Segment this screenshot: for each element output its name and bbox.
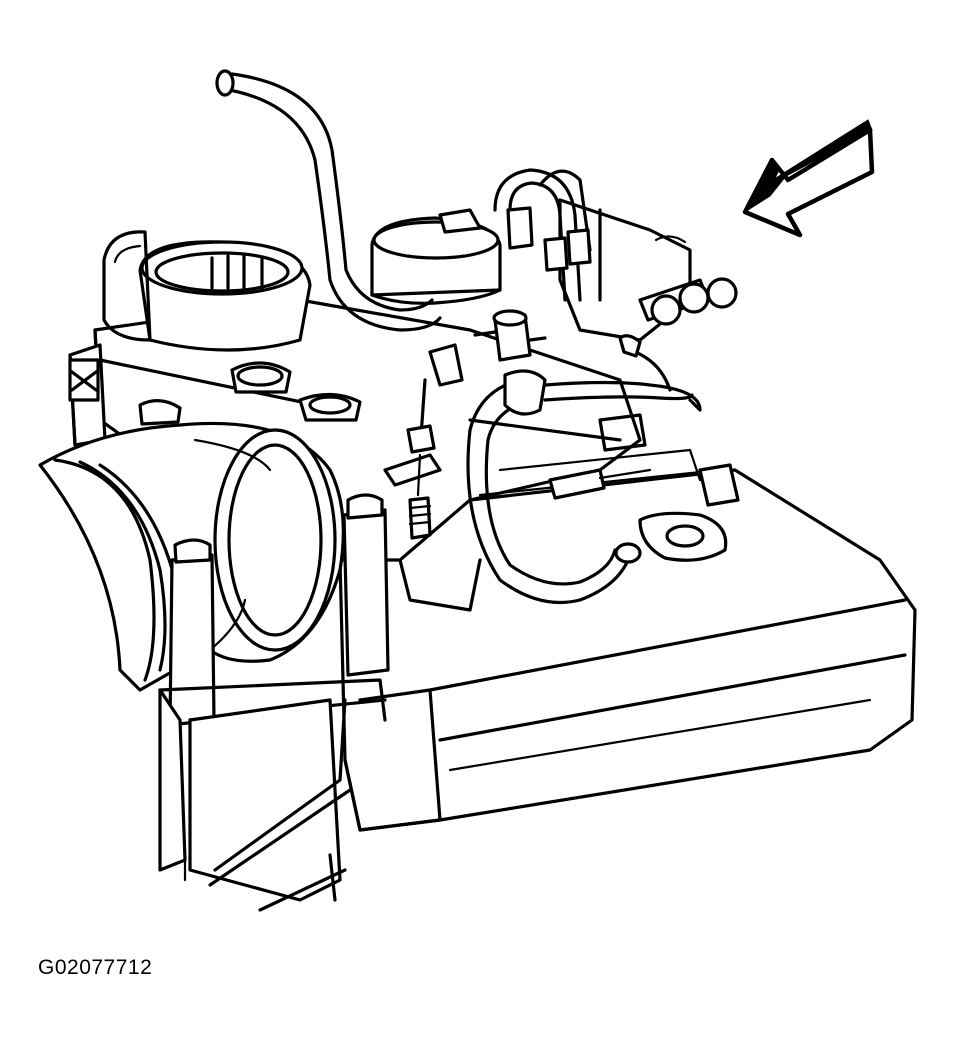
eyelet-tab [548, 413, 740, 562]
intake-manifold [338, 468, 917, 832]
direction-arrow [742, 119, 875, 238]
loop-hose [466, 334, 702, 604]
vacuum-hose-top [215, 69, 442, 332]
support-column [158, 678, 387, 912]
vacuum-lines-small [493, 168, 592, 302]
mounting-flange [68, 343, 107, 447]
mounting-studs [138, 361, 390, 727]
throttle-bore [102, 230, 312, 352]
tee-fitting [428, 309, 547, 387]
figure-id-label: G02077712 [38, 956, 153, 979]
idle-air-control-housing [370, 208, 502, 305]
fastener-bracket [383, 378, 442, 540]
sensor-block [558, 198, 738, 342]
